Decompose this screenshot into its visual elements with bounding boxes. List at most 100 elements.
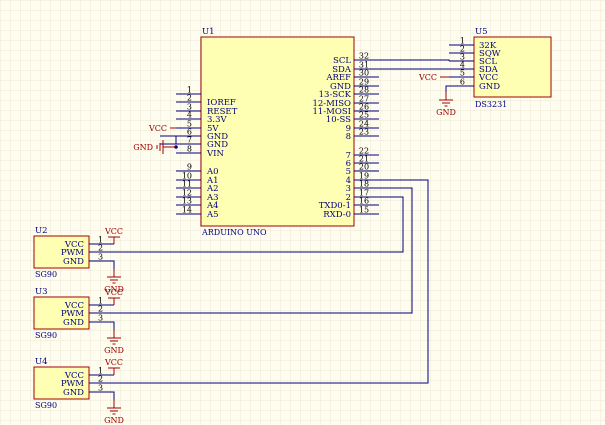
u1-pin-label: A5 xyxy=(206,210,219,220)
gnd-symbol: GND xyxy=(436,92,456,117)
servo-pin-label: VCC xyxy=(64,240,84,250)
u5-pin-label: GND xyxy=(479,82,500,92)
u5-pin-label: VCC xyxy=(478,73,498,83)
servo-pin-number: 1 xyxy=(98,297,103,306)
u1-pin-number: 12 xyxy=(182,189,192,198)
gnd-symbol: GND xyxy=(104,400,124,425)
gnd-label: GND xyxy=(104,346,124,355)
servo-pin-label: PWM xyxy=(61,248,84,258)
servo-body[interactable] xyxy=(33,235,90,269)
servo-pin-label: GND xyxy=(63,388,84,398)
servo-pin-number: 2 xyxy=(98,244,103,253)
u1-pin-label: 13-SCK xyxy=(319,90,352,100)
u5-vcc-label: VCC xyxy=(418,73,437,82)
u1-pin-number: 31 xyxy=(359,61,369,70)
gnd-symbol: GND xyxy=(104,330,124,355)
u1-pin-number: 20 xyxy=(359,163,369,172)
u1-pin-label: A2 xyxy=(206,184,219,194)
ds3231-body[interactable] xyxy=(473,36,552,98)
u1-pin-label: 3 xyxy=(346,184,351,194)
u5-pin-number: 5 xyxy=(460,69,465,78)
servo-pin-label: GND xyxy=(63,318,84,328)
vcc-label: VCC xyxy=(104,227,123,236)
servo-ref: U3 xyxy=(35,287,48,297)
servo-pin-label: PWM xyxy=(61,379,84,389)
u5-pin-number: 6 xyxy=(460,78,465,87)
u1-pin-number: 17 xyxy=(359,189,369,198)
vcc-label: VCC xyxy=(104,288,123,297)
u1-pin-number: 26 xyxy=(359,103,369,112)
u5-ref: U5 xyxy=(475,27,488,37)
u1-pin-label: A3 xyxy=(206,193,219,203)
u5-value: DS3231 xyxy=(475,100,507,109)
u1-pin-number: 3 xyxy=(187,103,192,112)
u1-pin-label: SCL xyxy=(333,56,351,66)
servo-value: SG90 xyxy=(35,270,57,279)
u1-pin-label: 2 xyxy=(346,193,351,203)
u1-pin-number: 32 xyxy=(359,52,369,61)
servo-pin-number: 1 xyxy=(98,367,103,376)
u1-pin-label: AREF xyxy=(325,73,351,83)
u1-pin-number: 21 xyxy=(359,155,369,164)
u1-pin-label: GND xyxy=(330,82,351,92)
servo-pin-number: 1 xyxy=(98,236,103,245)
u1-pin-label: 11-MOSI xyxy=(312,107,351,117)
u1-pin-number: 9 xyxy=(187,163,192,172)
u1-pin-label: GND xyxy=(207,140,228,150)
u1-pin-label: 10-SS xyxy=(326,115,351,125)
u1-pin-number: 14 xyxy=(182,206,192,215)
u1-pin-number: 19 xyxy=(359,172,369,181)
u1-pin-label: RESET xyxy=(207,107,238,117)
u1-pin-number: 13 xyxy=(182,197,192,206)
arduino-body[interactable] xyxy=(200,36,355,227)
u1-pin-label: GND xyxy=(207,132,228,142)
u1-pin-number: 7 xyxy=(187,136,192,145)
servo-pwm-wire xyxy=(112,179,429,384)
u1-pin-label: 6 xyxy=(346,159,351,169)
u1-pin-label: 3.3V xyxy=(207,115,228,125)
u1-pin-number: 23 xyxy=(359,128,369,137)
servo-pin-label: VCC xyxy=(64,371,84,381)
u1-pin-number: 27 xyxy=(359,95,369,104)
u1-pin-label: A1 xyxy=(206,176,219,186)
servo-pin-label: PWM xyxy=(61,309,84,319)
u1-pin-number: 4 xyxy=(187,111,192,120)
u1-pin-label: 9 xyxy=(346,124,351,134)
servo-pin-number: 2 xyxy=(98,375,103,384)
u5-pin-label: SCL xyxy=(479,57,497,67)
servo-pwm-wire xyxy=(112,187,413,314)
u5-pin-number: 4 xyxy=(460,61,465,70)
u1-pin-label: 8 xyxy=(346,132,351,142)
gnd-label: GND xyxy=(436,108,456,117)
u5-gnd-wire xyxy=(445,85,449,92)
u1-pin-label: VIN xyxy=(206,149,224,159)
u5-pin-label: 32K xyxy=(479,41,497,51)
u1-pin-number: 5 xyxy=(187,120,192,129)
vcc-symbol: VCC xyxy=(104,288,123,305)
u5-pin-number: 3 xyxy=(460,53,465,62)
u1-pin-number: 22 xyxy=(359,147,369,156)
servo-pwm-wire xyxy=(112,196,404,253)
u1-pin-number: 1 xyxy=(187,86,192,95)
u1-gnd-label: GND xyxy=(133,143,153,152)
servo-ref: U4 xyxy=(35,357,48,367)
u1-pin-label: 12-MISO xyxy=(312,99,351,109)
u1-pin-label: 7 xyxy=(346,151,351,161)
servo-value: SG90 xyxy=(35,401,57,410)
u1-pin-label: A4 xyxy=(206,201,219,211)
u1-pin-number: 24 xyxy=(359,120,369,129)
gnd-label: GND xyxy=(104,285,124,294)
servo-gnd-wire xyxy=(112,260,115,269)
servo-pin-number: 3 xyxy=(98,384,103,393)
u1-value: ARDUINO UNO xyxy=(201,228,267,237)
servo-ref: U2 xyxy=(35,226,48,236)
servo-gnd-wire xyxy=(112,391,115,400)
servo-body[interactable] xyxy=(33,296,90,330)
u1-pin-number: 30 xyxy=(359,69,369,78)
